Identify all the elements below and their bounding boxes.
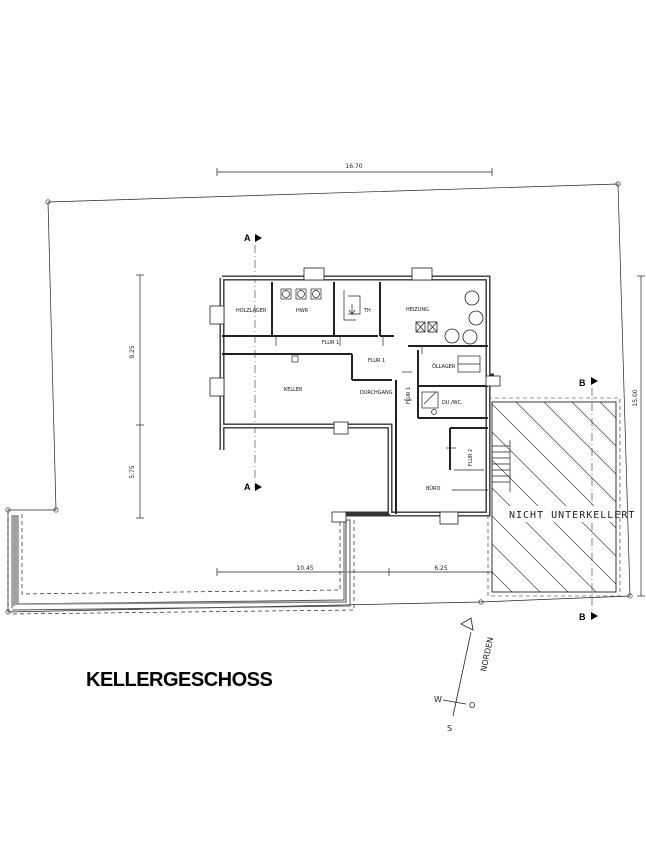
compass-rose: NORDEN W O S [434,617,495,733]
dimension-top: 16.70 [216,163,493,176]
room-heizung: HEIZUNG [406,307,429,313]
dim-right-height: 15.00 [632,389,639,406]
room-flur1-vert: FLUR 1 [406,387,412,404]
not-basement-area: NICHT UNTERKELLERT [487,397,635,597]
dimension-bottom: 10.45 6.25 [216,565,493,576]
not-basement-label: NICHT UNTERKELLERT [509,510,635,521]
windows [209,267,501,525]
room-th: TH [363,308,371,314]
room-flur1-main: FLUR 1 [322,340,339,346]
dim-left-lower: 5.75 [129,465,136,479]
room-hwr: HWR [296,308,309,314]
dim-bottom-right: 6.25 [434,565,448,572]
section-line-a: A A [244,233,262,492]
compass-west: W [434,695,442,704]
section-line-b: B B [579,377,598,622]
dimension-right: 15.00 [632,275,645,597]
room-keller: KELLER [284,387,303,393]
room-flur2: FLUR 2 [468,449,474,466]
stair [343,290,361,321]
room-du-wc: DU./WC. [442,400,463,406]
section-a-top-label: A [244,233,251,243]
dimension-left: 9.25 5.75 [129,274,144,519]
dim-top-width: 16.70 [345,163,362,170]
compass-south: S [447,724,452,733]
room-durchgang: DURCHGANG [360,390,393,396]
section-b-top-label: B [579,378,586,388]
room-labels: HOLZLAGER HWR TH HEIZUNG FLUR 1 FLUR 1 F… [236,307,474,492]
hwr-appliances [280,288,322,300]
room-buero: BÜRO [426,485,440,492]
room-holzlager: HOLZLAGER [236,308,267,314]
garden-wall [7,514,355,615]
dim-left-upper: 9.25 [129,345,136,359]
outside-steps [492,440,511,492]
dim-bottom-left: 10.45 [296,565,313,572]
compass-north: NORDEN [479,636,495,672]
keller-fixture [291,355,299,363]
interior-walls [222,282,488,514]
compass-east: O [469,701,475,710]
room-oellager: ÖLLAGER [432,363,456,370]
room-flur1-mid: FLUR 1 [368,358,385,364]
section-a-bottom-label: A [244,482,251,492]
bath-fixtures [421,391,439,415]
doors [275,336,488,491]
oil-tank [457,355,481,373]
page-title: KELLERGESCHOSS [86,669,273,691]
heating-equipment [415,290,484,345]
section-b-bottom-label: B [579,612,586,622]
